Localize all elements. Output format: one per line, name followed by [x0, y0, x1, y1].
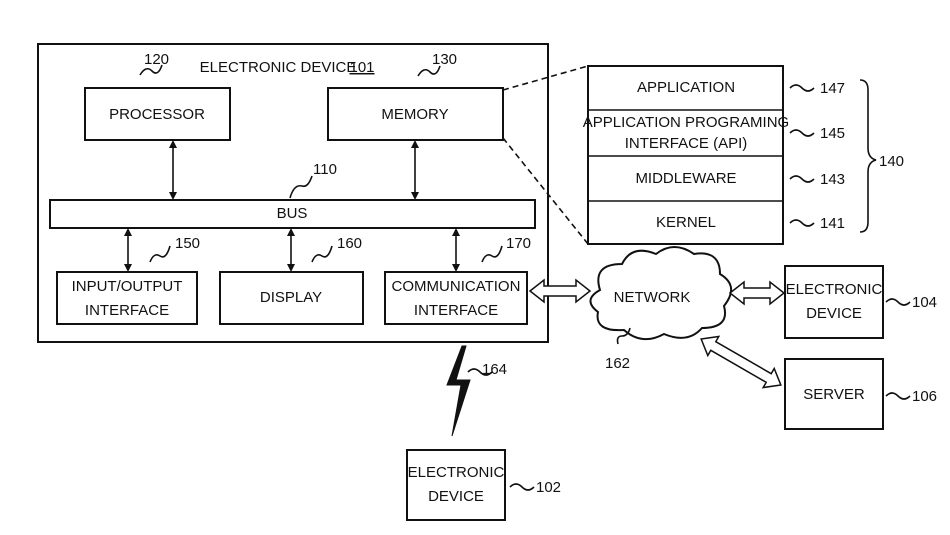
- middleware-leader: [790, 176, 814, 182]
- bus-ref: 110: [313, 161, 337, 178]
- application-ref: 147: [820, 80, 845, 97]
- network-ref: 162: [605, 355, 630, 372]
- application-leader: [790, 85, 814, 91]
- device102-label-line1: ELECTRONIC: [408, 464, 505, 481]
- kernel-leader: [790, 220, 814, 226]
- api-leader: [790, 130, 814, 136]
- program-stack-brace: [860, 80, 876, 232]
- comm-label-line2: INTERFACE: [414, 302, 498, 319]
- server-ref: 106: [912, 388, 937, 405]
- api-label-line2: INTERFACE (API): [625, 135, 748, 152]
- comm-network-link-arrow: [530, 280, 590, 302]
- wireless-link-icon: [447, 346, 470, 436]
- io-ref: 150: [175, 235, 200, 252]
- processor-label: PROCESSOR: [109, 106, 205, 123]
- electronic-device-102-box: [407, 450, 505, 520]
- device104-label-line1: ELECTRONIC: [786, 281, 883, 298]
- device104-ref: 104: [912, 294, 937, 311]
- network-device104-link-arrow: [730, 282, 784, 304]
- network-label: NETWORK: [614, 289, 691, 306]
- memory-ref: 130: [432, 51, 457, 68]
- api-ref: 145: [820, 125, 845, 142]
- network-server-link-arrow: [696, 329, 787, 394]
- display-ref: 160: [337, 235, 362, 252]
- device104-leader: [886, 299, 910, 305]
- io-label-line1: INPUT/OUTPUT: [72, 278, 183, 295]
- processor-ref: 120: [144, 51, 169, 68]
- io-label-line2: INTERFACE: [85, 302, 169, 319]
- middleware-ref: 143: [820, 171, 845, 188]
- device102-ref: 102: [536, 479, 561, 496]
- middleware-label: MIDDLEWARE: [635, 170, 736, 187]
- device-ref: 101: [349, 59, 374, 76]
- device102-leader: [510, 484, 534, 490]
- device104-label-line2: DEVICE: [806, 305, 862, 322]
- bus-label: BUS: [277, 205, 308, 222]
- memory-label: MEMORY: [381, 106, 448, 123]
- wireless-ref: 164: [482, 361, 507, 378]
- display-label: DISPLAY: [260, 289, 322, 306]
- comm-ref: 170: [506, 235, 531, 252]
- device102-label-line2: DEVICE: [428, 488, 484, 505]
- application-label: APPLICATION: [637, 79, 735, 96]
- server-label: SERVER: [803, 386, 865, 403]
- electronic-device-104-box: [785, 266, 883, 338]
- program-stack-ref: 140: [879, 153, 904, 170]
- device-title: ELECTRONIC DEVICE: [200, 59, 357, 76]
- server-leader: [886, 393, 910, 399]
- comm-label-line1: COMMUNICATION: [392, 278, 521, 295]
- api-label-line1: APPLICATION PROGRAMING: [583, 114, 789, 131]
- kernel-label: KERNEL: [656, 214, 716, 231]
- kernel-ref: 141: [820, 215, 845, 232]
